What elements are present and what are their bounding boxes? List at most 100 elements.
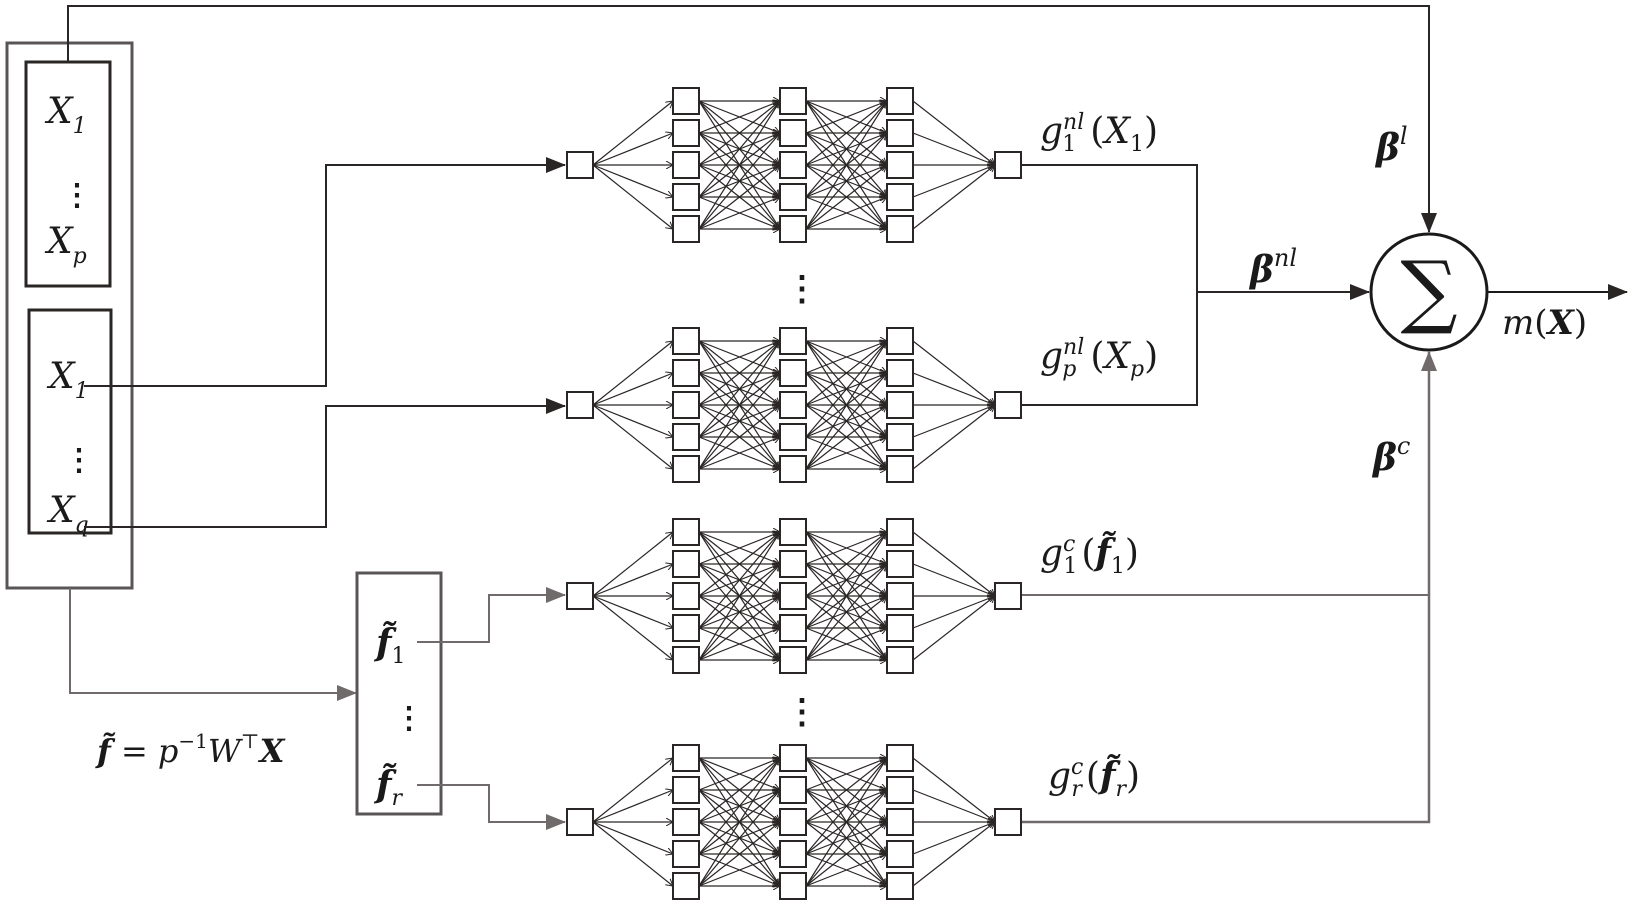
edge <box>805 532 887 597</box>
input-group-nonlinear-box <box>27 308 113 535</box>
sum-symbol: ∑ <box>1400 244 1457 337</box>
edge <box>912 165 995 230</box>
network-hidden-node <box>886 359 914 387</box>
edge <box>912 757 995 822</box>
network-nl-p <box>566 327 1022 483</box>
edge <box>805 790 887 887</box>
edge <box>805 854 887 887</box>
edge <box>698 532 780 661</box>
network-hidden-node <box>886 614 914 642</box>
network-hidden-node <box>779 423 807 451</box>
network-hidden-node <box>886 646 914 674</box>
edge <box>698 101 780 230</box>
edge <box>805 596 887 661</box>
input-x1-nonlinear: X1 <box>46 356 89 404</box>
edge <box>805 532 887 661</box>
network-input-node <box>566 151 594 179</box>
edge <box>698 628 780 661</box>
network-hidden-node <box>779 776 807 804</box>
edge <box>698 822 780 887</box>
edge <box>698 197 780 230</box>
input-xq-nonlinear: Xq <box>46 490 89 538</box>
edge <box>805 341 887 470</box>
edge <box>592 404 673 469</box>
factor-ellipsis: ⋮ <box>394 701 424 736</box>
edge <box>805 437 887 470</box>
edge <box>805 341 887 406</box>
network-output-node <box>994 582 1022 610</box>
input-ellipsis-linear: ⋮ <box>62 178 92 213</box>
edge <box>912 100 995 165</box>
network-hidden-node <box>672 215 700 243</box>
network-hidden-node <box>886 215 914 243</box>
network-hidden-node <box>672 455 700 483</box>
factor-box <box>355 571 443 816</box>
net1-output-connector <box>1020 164 1198 406</box>
input-xp-linear: Xp <box>44 221 87 269</box>
edge <box>805 822 887 887</box>
edge <box>912 563 995 596</box>
network-hidden-node <box>672 327 700 355</box>
network-input-node <box>566 808 594 836</box>
network-hidden-node <box>886 550 914 578</box>
edge <box>592 821 673 854</box>
network-hidden-node <box>672 582 700 610</box>
network-hidden-node <box>886 455 914 483</box>
network-hidden-node <box>672 423 700 451</box>
network-hidden-node <box>672 776 700 804</box>
edge <box>805 758 887 887</box>
edge <box>805 758 887 855</box>
network-output-node <box>994 391 1022 419</box>
network-ellipsis-nonlinear: ⋮ <box>785 269 819 309</box>
weight-linear-label: βl <box>1374 122 1408 169</box>
network-hidden-node <box>886 119 914 147</box>
edge <box>592 404 673 437</box>
edge <box>698 758 780 791</box>
edge <box>805 341 887 438</box>
network-hidden-node <box>779 183 807 211</box>
edge <box>805 758 887 823</box>
input-ellipsis-nonlinear: ⋮ <box>64 443 94 478</box>
network-hidden-node <box>779 582 807 610</box>
edge <box>912 372 995 405</box>
network-hidden-node <box>779 646 807 674</box>
edge <box>912 132 995 165</box>
network-hidden-node <box>886 183 914 211</box>
edge <box>912 822 995 855</box>
edge <box>805 532 887 565</box>
edge <box>698 165 780 230</box>
edge <box>698 341 780 438</box>
factor-f1: f̃1 <box>373 622 406 669</box>
edge <box>592 532 673 597</box>
network-hidden-node <box>672 119 700 147</box>
network-ellipsis-factor: ⋮ <box>785 692 819 732</box>
network-hidden-node <box>886 151 914 179</box>
network-hidden-node <box>779 327 807 355</box>
edge <box>592 164 673 197</box>
network-hidden-node <box>672 744 700 772</box>
network-hidden-node <box>672 614 700 642</box>
network-hidden-node <box>672 87 700 115</box>
edge <box>805 197 887 230</box>
edge <box>912 405 995 470</box>
network-hidden-node <box>672 840 700 868</box>
network-hidden-node <box>779 359 807 387</box>
edge <box>805 373 887 470</box>
edge <box>698 758 780 887</box>
network-hidden-node <box>779 840 807 868</box>
edge <box>592 758 673 823</box>
network-hidden-node <box>886 327 914 355</box>
edge <box>698 596 780 661</box>
network-hidden-node <box>779 455 807 483</box>
network-edges <box>592 340 995 470</box>
networks-layer <box>566 87 1022 900</box>
connector-inputs-to-factors <box>69 588 357 701</box>
network-input-node <box>566 391 594 419</box>
edge <box>805 532 887 629</box>
edge <box>805 758 887 791</box>
edge <box>912 340 995 405</box>
network-hidden-node <box>779 808 807 836</box>
